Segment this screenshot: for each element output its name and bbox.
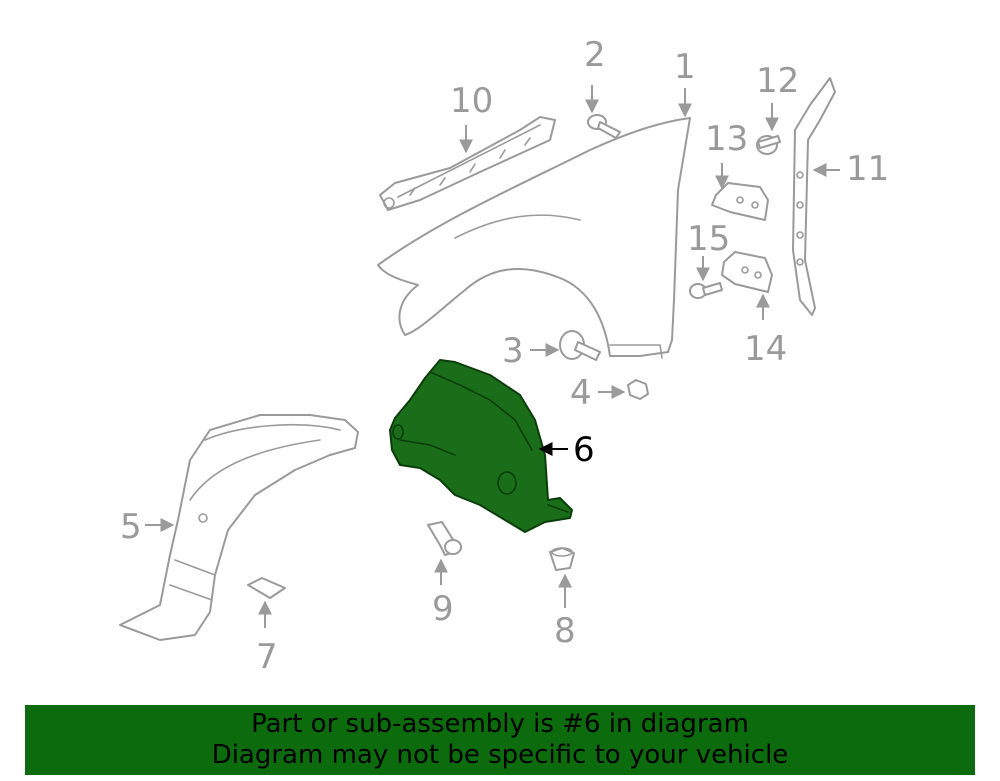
parts-diagram: 1 2 10 12 13 11 15 14 3 4 6 5 7 9 8 — [119, 35, 889, 677]
bolt-part-15 — [689, 282, 723, 299]
info-banner: Part or sub-assembly is #6 in diagram Di… — [25, 705, 975, 775]
liner-part-5 — [119, 414, 359, 641]
callout-12: 12 — [756, 61, 799, 101]
callout-9: 9 — [432, 589, 454, 629]
clip-part-12 — [756, 135, 781, 155]
callout-5: 5 — [120, 507, 142, 547]
callout-13: 13 — [705, 119, 748, 159]
pin-part-9 — [427, 521, 462, 556]
bolt-part-3 — [559, 330, 601, 361]
callout-7: 7 — [256, 637, 278, 677]
bolt-part-2 — [587, 114, 621, 139]
callout-8: 8 — [554, 611, 576, 651]
callout-14: 14 — [744, 329, 787, 369]
callout-3: 3 — [502, 331, 524, 371]
callout-11: 11 — [846, 149, 889, 189]
bracket-part-14 — [721, 251, 773, 293]
clip-part-7 — [247, 577, 286, 599]
banner-line-2: Diagram may not be specific to your vehi… — [211, 740, 789, 770]
seal-part-11 — [792, 77, 836, 316]
clip-part-8 — [549, 547, 575, 571]
callout-4: 4 — [570, 373, 592, 413]
callout-6: 6 — [573, 430, 595, 470]
callout-1: 1 — [674, 47, 696, 87]
rail-part-10 — [379, 116, 556, 211]
fender-part-1 — [377, 117, 691, 359]
callout-15: 15 — [687, 219, 730, 259]
nut-part-4 — [627, 379, 649, 400]
callout-2: 2 — [584, 35, 606, 75]
liner-part-6-highlighted[interactable] — [389, 359, 573, 533]
bracket-part-13 — [711, 182, 769, 221]
callout-10: 10 — [450, 81, 493, 121]
callout-arrows — [145, 85, 840, 628]
banner-line-1: Part or sub-assembly is #6 in diagram — [251, 709, 749, 739]
